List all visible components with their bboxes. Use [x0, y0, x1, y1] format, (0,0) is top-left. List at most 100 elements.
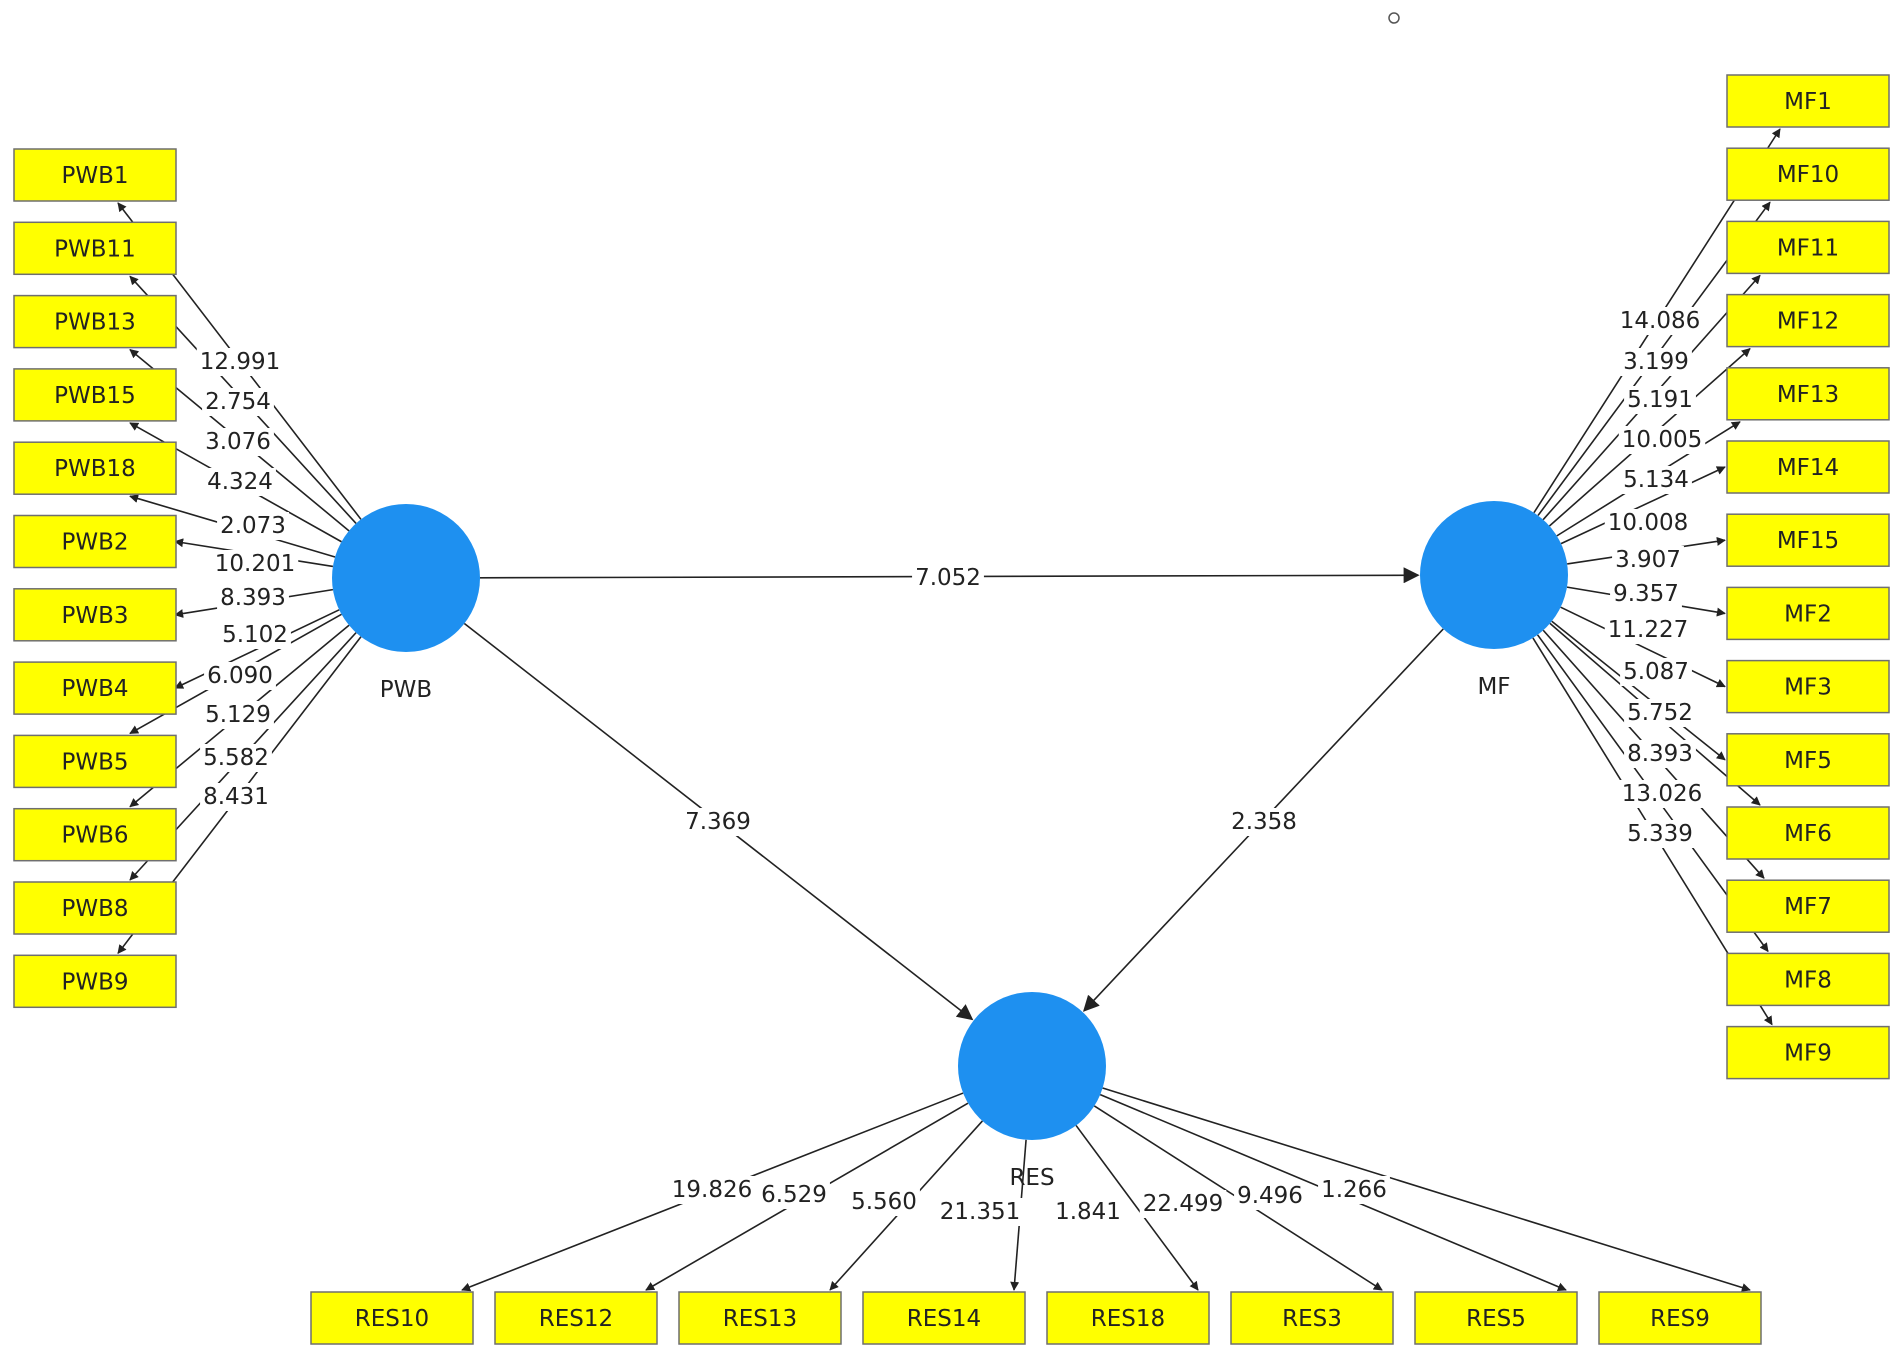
indicator-pwb2[interactable]: PWB2 [13, 514, 177, 569]
indicator-res14[interactable]: RES14 [862, 1291, 1026, 1345]
indicator-res10[interactable]: RES10 [310, 1291, 474, 1345]
loading-value-res10: 19.826 [672, 1177, 752, 1203]
indicator-res5[interactable]: RES5 [1414, 1291, 1578, 1345]
loading-value-pwb6-bg [202, 701, 274, 729]
indicator-mf10[interactable]: MF10 [1726, 147, 1890, 201]
indicator-pwb4[interactable]: PWB4 [13, 661, 177, 715]
indicator-label: MF3 [1784, 675, 1832, 701]
indicator-label: PWB15 [54, 383, 136, 409]
loading-value-mf10-bg [1620, 348, 1692, 376]
indicator-res12[interactable]: RES12 [494, 1291, 658, 1345]
indicator-mf9[interactable]: MF9 [1726, 1025, 1890, 1080]
indicator-mf2[interactable]: MF2 [1726, 586, 1890, 641]
loading-value-mf8: 13.026 [1622, 781, 1702, 807]
indicator-mf6[interactable]: MF6 [1726, 806, 1890, 860]
loading-value-pwb2-bg [211, 550, 299, 578]
path-value-mf-res: 2.358 [1231, 809, 1297, 835]
indicator-res3[interactable]: RES3 [1230, 1291, 1394, 1345]
loading-value-res9: 1.266 [1321, 1177, 1387, 1203]
nodes-layer: PWB1PWB11PWB13PWB15PWB18PWB2PWB3PWB4PWB5… [13, 74, 1890, 1345]
indicator-res9[interactable]: RES9 [1598, 1291, 1762, 1345]
loading-value-pwb8: 5.582 [203, 745, 269, 771]
loading-value-pwb4: 5.102 [222, 622, 288, 648]
indicator-mf14[interactable]: MF14 [1726, 440, 1890, 494]
loading-value-mf15: 3.907 [1615, 547, 1681, 573]
loading-value-mf6: 5.752 [1627, 700, 1693, 726]
indicator-pwb15[interactable]: PWB15 [13, 368, 177, 422]
loading-value-res13-bg [848, 1188, 920, 1216]
indicator-pwb5[interactable]: PWB5 [13, 734, 177, 789]
loading-value-res5-bg [1234, 1182, 1306, 1210]
loading-value-pwb9: 8.431 [203, 784, 269, 810]
latent-node-mf[interactable]: MF [1420, 501, 1568, 700]
latent-label: MF [1477, 674, 1510, 700]
indicator-mf11[interactable]: MF11 [1726, 220, 1890, 275]
indicator-label: PWB11 [54, 236, 136, 262]
indicator-box [1726, 147, 1890, 201]
indicator-box [13, 881, 177, 935]
loading-value-pwb1: 12.991 [200, 349, 280, 375]
indicator-box [310, 1291, 474, 1345]
path-value-mf-res-bg [1228, 808, 1300, 836]
indicator-pwb13[interactable]: PWB13 [13, 294, 177, 349]
loading-value-mf8-bg [1618, 780, 1706, 808]
indicator-label: MF2 [1784, 601, 1832, 627]
indicator-mf5[interactable]: MF5 [1726, 733, 1890, 787]
edges-layer [117, 128, 1781, 1292]
latent-node-pwb[interactable]: PWB [332, 504, 480, 703]
loading-value-pwb6: 5.129 [205, 702, 271, 728]
indicator-box [13, 734, 177, 789]
indicator-box [13, 368, 177, 422]
indicator-box [1726, 586, 1890, 641]
indicator-label: MF11 [1777, 235, 1839, 261]
loading-value-mf12-bg [1618, 426, 1706, 454]
indicator-label: MF1 [1784, 89, 1832, 115]
indicator-mf15[interactable]: MF15 [1726, 513, 1890, 567]
indicator-pwb11[interactable]: PWB11 [13, 221, 177, 276]
canvas-marker-icon [1388, 12, 1400, 24]
loading-value-res3: 22.499 [1143, 1191, 1223, 1217]
indicator-pwb1[interactable]: PWB1 [13, 148, 177, 202]
indicator-mf8[interactable]: MF8 [1726, 952, 1890, 1007]
indicator-label: PWB9 [61, 969, 128, 995]
indicator-box [13, 514, 177, 569]
indicator-label: RES10 [355, 1306, 429, 1332]
latent-node-res[interactable]: RES [958, 992, 1106, 1191]
loading-value-mf10: 3.199 [1623, 349, 1689, 375]
latent-circle [958, 992, 1106, 1140]
indicator-mf1[interactable]: MF1 [1726, 74, 1890, 128]
indicator-pwb8[interactable]: PWB8 [13, 881, 177, 935]
indicator-label: MF15 [1777, 528, 1839, 554]
loading-value-pwb18: 2.073 [220, 513, 286, 539]
indicator-label: PWB8 [61, 896, 128, 922]
loading-value-mf3: 11.227 [1608, 617, 1688, 643]
indicator-res18[interactable]: RES18 [1046, 1291, 1210, 1345]
indicator-mf7[interactable]: MF7 [1726, 879, 1890, 933]
indicator-mf12[interactable]: MF12 [1726, 293, 1890, 348]
indicator-label: RES12 [539, 1306, 613, 1332]
loading-value-mf1-bg [1616, 307, 1704, 335]
loading-value-res12: 6.529 [761, 1182, 827, 1208]
path-value-pwb-mf-bg [912, 564, 984, 592]
indicator-label: RES18 [1091, 1306, 1165, 1332]
loading-value-res5: 9.496 [1237, 1183, 1303, 1209]
indicator-pwb9[interactable]: PWB9 [13, 954, 177, 1009]
loading-line-res18 [1075, 1124, 1199, 1291]
loading-value-mf5-bg [1620, 658, 1692, 686]
indicator-mf3[interactable]: MF3 [1726, 659, 1890, 714]
indicator-box [13, 807, 177, 862]
indicator-label: RES13 [723, 1306, 797, 1332]
indicator-mf13[interactable]: MF13 [1726, 367, 1890, 421]
indicator-box [13, 441, 177, 495]
indicator-pwb6[interactable]: PWB6 [13, 807, 177, 862]
loading-value-mf6-bg [1624, 699, 1696, 727]
indicator-pwb3[interactable]: PWB3 [13, 588, 177, 642]
indicator-label: PWB5 [61, 749, 128, 775]
indicator-pwb18[interactable]: PWB18 [13, 441, 177, 495]
loading-value-pwb8-bg [200, 744, 272, 772]
indicator-label: MF12 [1777, 309, 1839, 335]
latent-circle [1420, 501, 1568, 649]
loading-value-pwb2: 10.201 [215, 551, 295, 577]
indicator-res13[interactable]: RES13 [678, 1291, 842, 1345]
